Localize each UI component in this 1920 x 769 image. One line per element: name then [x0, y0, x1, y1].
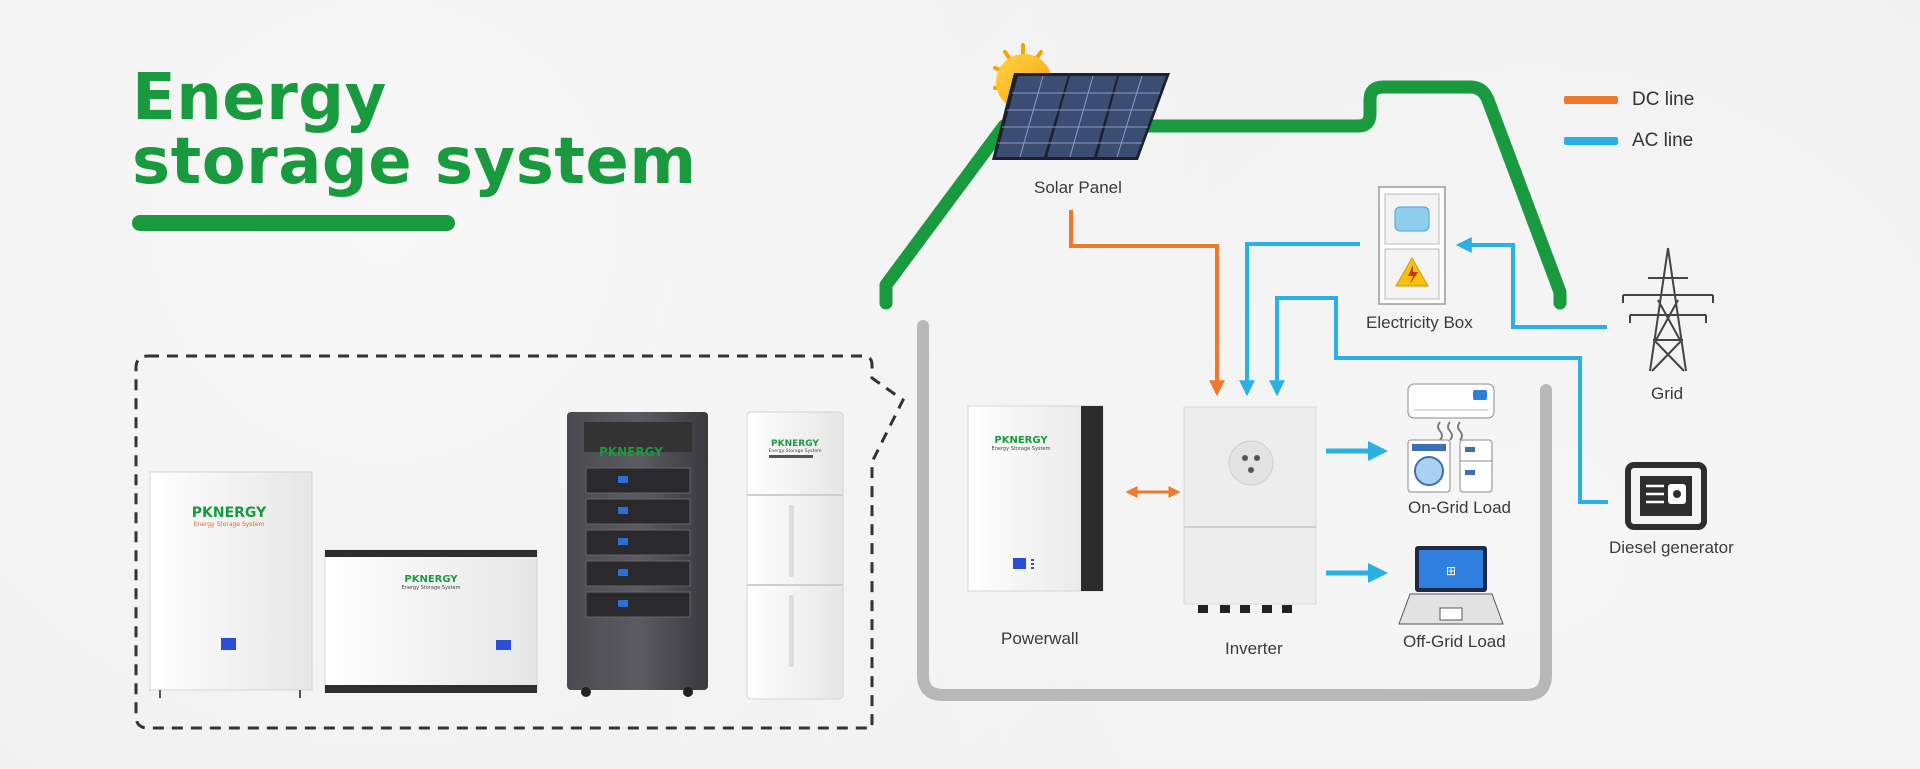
- page-title-line2: storage system: [132, 125, 697, 199]
- legend-swatch-ac: [1564, 137, 1618, 145]
- label-grid: Grid: [1651, 384, 1684, 403]
- svg-text:⊞: ⊞: [1446, 564, 1456, 578]
- label-off-grid-load: Off-Grid Load: [1403, 632, 1506, 651]
- label-on-grid-load: On-Grid Load: [1408, 498, 1511, 517]
- stacked-battery-product: [746, 411, 844, 700]
- svg-text:Energy Storage System: Energy Storage System: [194, 521, 265, 528]
- svg-text:PKNERGY: PKNERGY: [599, 445, 663, 459]
- brand-logo-powerwall: PKNERGY Energy Storage System: [992, 435, 1051, 452]
- warning-icon: [1395, 256, 1429, 287]
- ac-line-generator-to-inverter: [1269, 296, 1608, 504]
- diesel-generator-icon: [1625, 462, 1707, 530]
- electricity-box-icon: [1378, 186, 1446, 305]
- ac-line-grid-to-box: [1455, 237, 1607, 329]
- house-outline: [879, 80, 1567, 310]
- label-inverter: Inverter: [1225, 639, 1283, 658]
- label-powerwall: Powerwall: [1001, 629, 1079, 648]
- solar-panel-icon: [992, 73, 1170, 160]
- washing-machine-icon: [1407, 439, 1451, 493]
- page-title: Energy storage system: [132, 66, 697, 194]
- inverter-icon: [1183, 406, 1317, 613]
- wall-battery-product: [149, 471, 313, 698]
- legend-item-ac: AC line: [1564, 130, 1693, 152]
- svg-text:Energy Storage System: Energy Storage System: [992, 446, 1051, 452]
- refrigerator-icon: [1459, 439, 1493, 493]
- legend-item-dc: DC line: [1564, 89, 1694, 111]
- ac-line-box-to-inverter: [1239, 242, 1360, 397]
- transmission-tower-icon: [1622, 247, 1714, 372]
- brand-logo-wall: PKNERGY Energy Storage System: [192, 505, 267, 528]
- svg-text:PKNERGY: PKNERGY: [404, 574, 458, 585]
- svg-text:Energy Storage System: Energy Storage System: [768, 448, 821, 454]
- air-conditioner-icon: [1407, 383, 1495, 441]
- svg-text:PKNERGY: PKNERGY: [771, 439, 819, 449]
- rack-cabinet-product: [567, 412, 708, 697]
- label-diesel-generator: Diesel generator: [1609, 538, 1734, 557]
- system-frame: [917, 320, 1552, 701]
- product-range-frame: [134, 354, 905, 730]
- brand-logo-stacked: PKNERGY Energy Storage System: [768, 439, 821, 454]
- powerwall-battery-icon: [967, 405, 1104, 592]
- floor-battery-product: [324, 549, 538, 693]
- label-electricity-box: Electricity Box: [1366, 313, 1473, 332]
- svg-text:PKNERGY: PKNERGY: [192, 505, 267, 521]
- svg-text:PKNERGY: PKNERGY: [994, 435, 1048, 446]
- legend-label-dc: DC line: [1632, 89, 1695, 110]
- title-underline: [132, 215, 455, 231]
- page-title-line1: Energy: [132, 61, 387, 135]
- brand-logo-rack: PKNERGY: [599, 445, 663, 459]
- laptop-icon: ⊞: [1398, 546, 1504, 625]
- legend-label-ac: AC line: [1632, 130, 1694, 151]
- brand-logo-floor: PKNERGY Energy Storage System: [402, 574, 461, 591]
- legend-swatch-dc: [1564, 96, 1618, 104]
- label-solar-panel: Solar Panel: [1034, 178, 1122, 197]
- svg-text:Energy Storage System: Energy Storage System: [402, 585, 461, 591]
- dc-line-solar-to-inverter: [1069, 210, 1225, 397]
